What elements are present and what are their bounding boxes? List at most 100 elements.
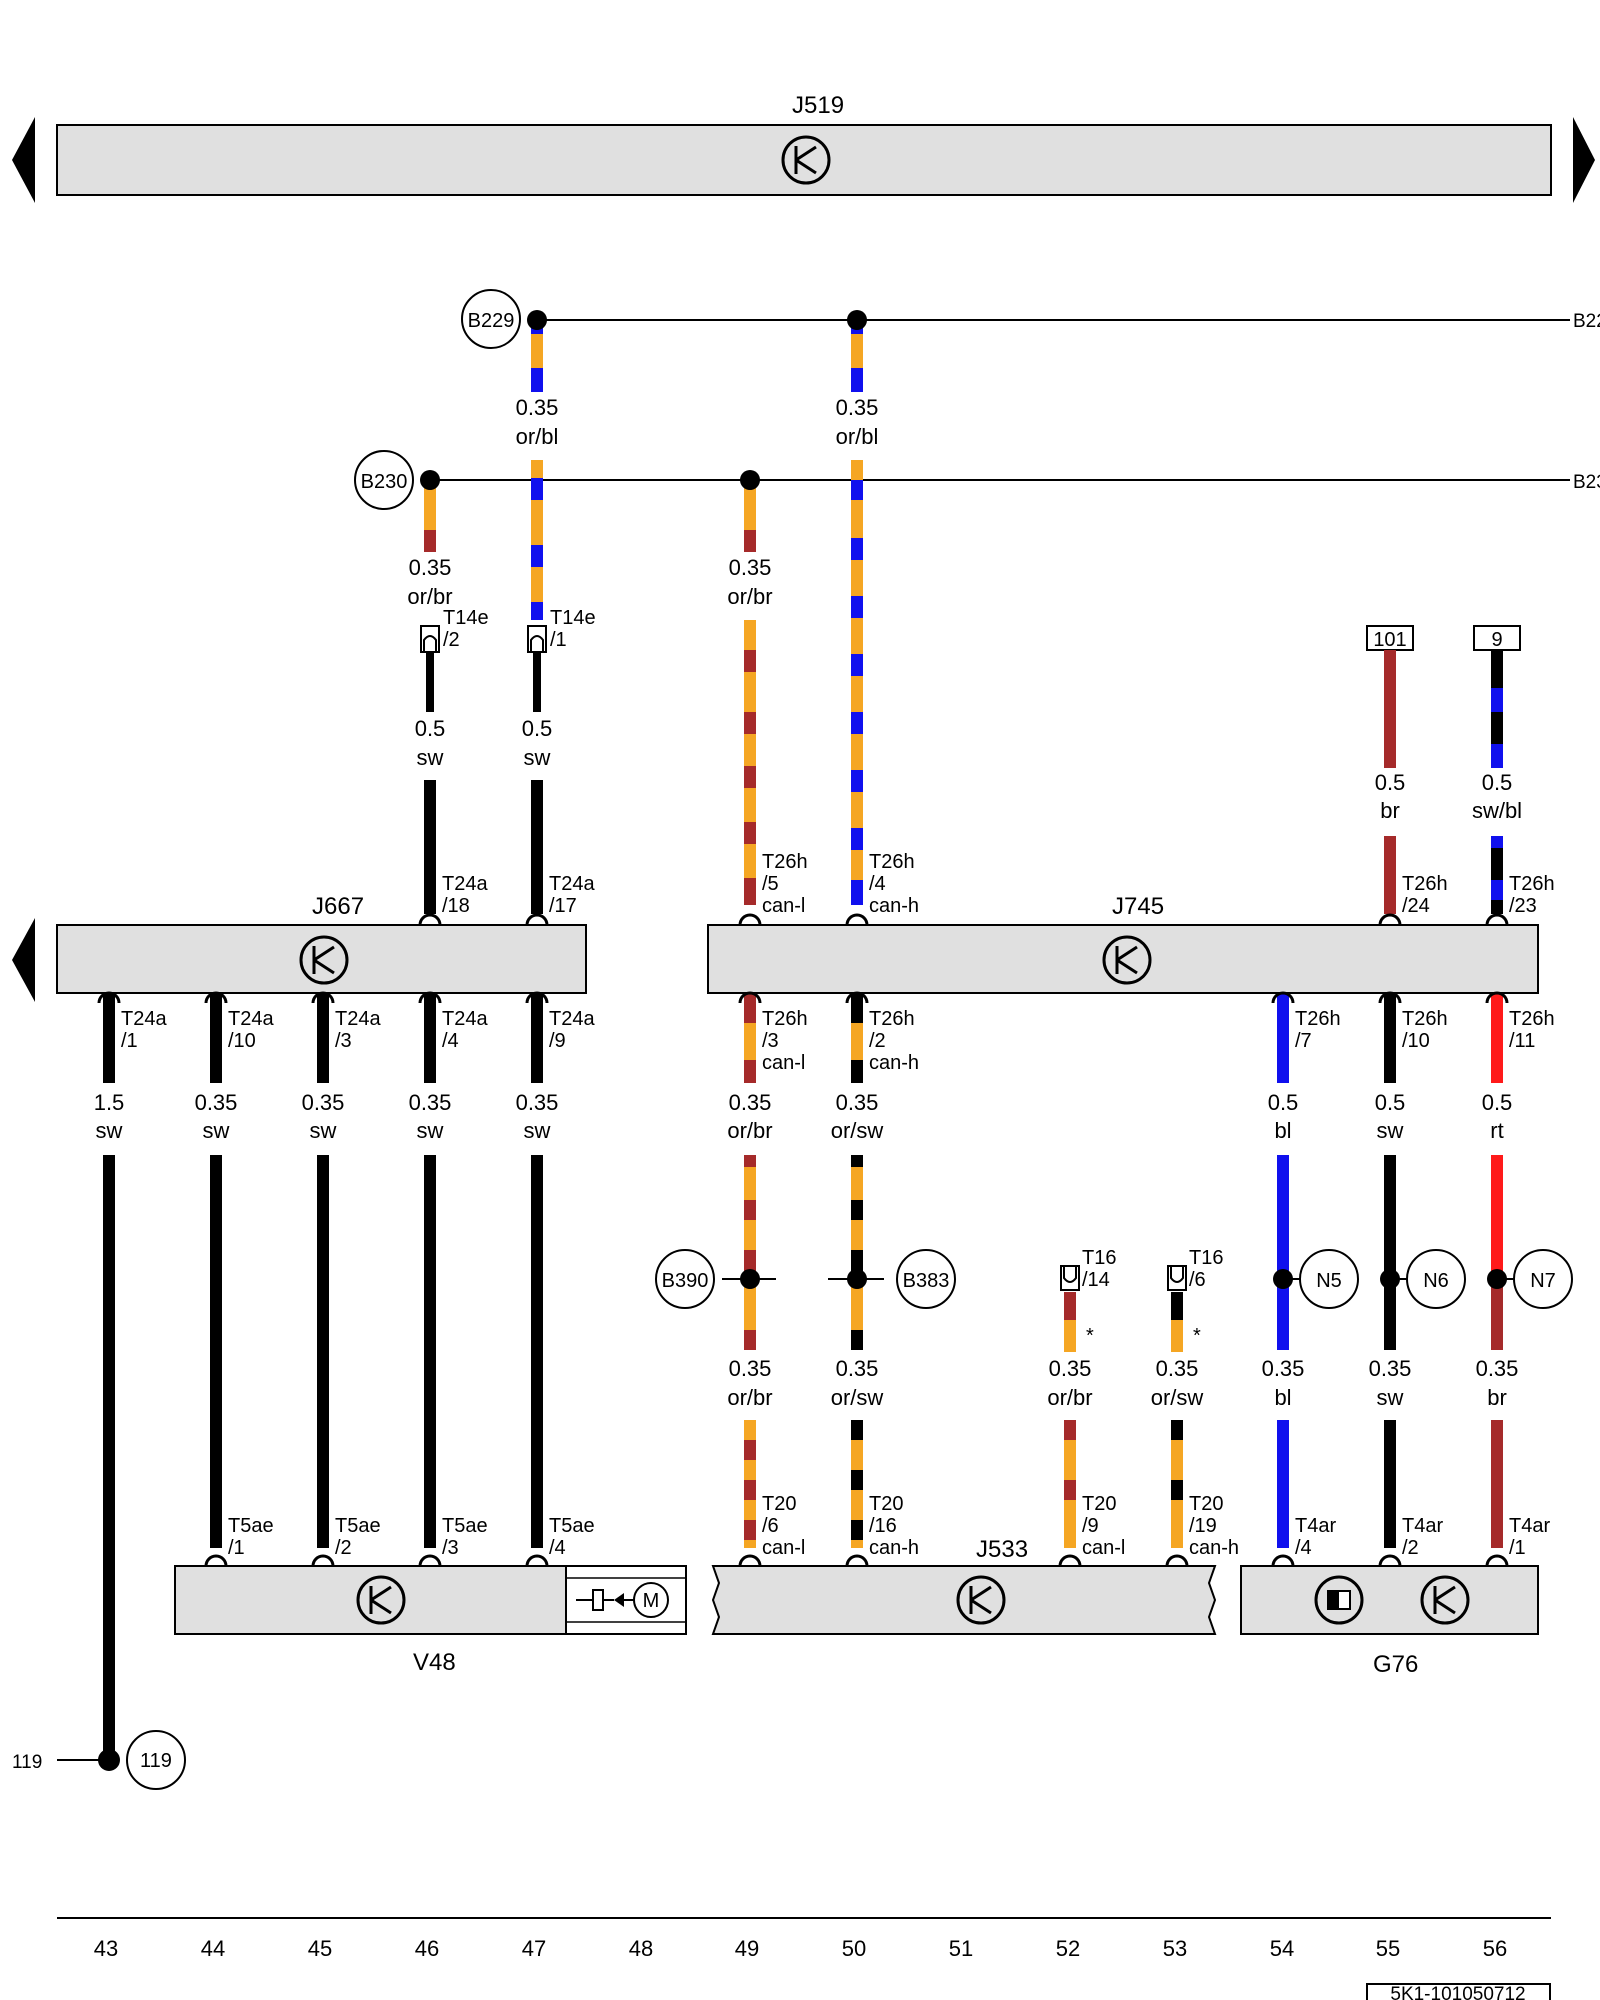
- svg-text:B383: B383: [903, 1270, 950, 1292]
- wire-track-56: [1491, 1283, 1503, 1350]
- wire-size: 0.35: [516, 395, 559, 420]
- track-number: 56: [1483, 1936, 1507, 1961]
- splice-label-B383: B383: [896, 1249, 956, 1309]
- left-continuation-arrow: [12, 117, 35, 203]
- pin-number: /7: [1295, 1030, 1312, 1052]
- wire-track-46-lower: [424, 1155, 436, 1548]
- splice-label-N7: N7: [1513, 1249, 1573, 1309]
- wire-size: 0.35: [1156, 1356, 1199, 1381]
- pin-number: /4: [442, 1030, 459, 1052]
- wire-color: br: [1380, 798, 1400, 823]
- pin-connector: T24a: [335, 1008, 381, 1030]
- wire-size: 0.35: [836, 395, 879, 420]
- wire-labels: 0.35 or/bl 0.35 or/bl 0.35 or/br 0.35 or…: [94, 395, 1522, 1410]
- wire-track-47-sw: [531, 780, 543, 914]
- pin-number: /2: [335, 1537, 352, 1559]
- pin-connector: T24a: [549, 1008, 595, 1030]
- component-label-J533: J533: [976, 1536, 1028, 1563]
- pin-number: /11: [1509, 1030, 1535, 1052]
- pin-connector: T4ar: [1509, 1515, 1550, 1537]
- wire-track-55: [1384, 1155, 1396, 1350]
- pin-number: /1: [550, 629, 567, 651]
- track-number: 51: [949, 1936, 973, 1961]
- splice-label-B390: B390: [655, 1249, 715, 1309]
- pin-number: /2: [869, 1030, 886, 1052]
- wire-color: or/br: [727, 1385, 772, 1410]
- wire-size: 0.35: [1476, 1356, 1519, 1381]
- wire-track-56: [1491, 1420, 1503, 1548]
- ground-node: [98, 1749, 120, 1771]
- pin-connector: T16: [1082, 1247, 1116, 1269]
- component-label-J745: J745: [1112, 893, 1164, 920]
- pin-connector: T26h: [1509, 873, 1555, 895]
- component-label-J519: J519: [792, 92, 844, 119]
- track-number: 54: [1270, 1936, 1294, 1961]
- wire-track-43: [103, 1155, 115, 1760]
- wire-size: 0.35: [729, 555, 772, 580]
- wire-color: sw: [1377, 1118, 1404, 1143]
- svg-text:B230: B230: [361, 471, 408, 493]
- pin-connector: T4ar: [1402, 1515, 1443, 1537]
- inline-connector-T16-6: [1167, 1265, 1187, 1548]
- control-unit-icon: [356, 1575, 406, 1625]
- pin-connector: T26h: [1295, 1008, 1341, 1030]
- control-unit-icon: [781, 135, 831, 185]
- wire-color: sw: [417, 1118, 444, 1143]
- right-continuation-arrow: [1573, 117, 1595, 203]
- pin-connector: T26h: [1509, 1008, 1555, 1030]
- pin-connector: T5ae: [442, 1515, 488, 1537]
- track-number: 47: [522, 1936, 546, 1961]
- wire-color: or/br: [727, 584, 772, 609]
- wire-size: 0.5: [1482, 770, 1513, 795]
- pin-number: /14: [1082, 1269, 1110, 1291]
- wire-color: sw: [524, 1118, 551, 1143]
- wire-size: 0.35: [1369, 1356, 1412, 1381]
- pin-number: /4: [869, 873, 886, 895]
- pin-connector: T14e: [443, 607, 489, 629]
- pin-signal: can-l: [762, 895, 805, 917]
- pin-connector: T26h: [869, 851, 915, 873]
- pin-signal: can-h: [869, 1052, 919, 1074]
- pin-connector: T5ae: [228, 1515, 274, 1537]
- wire-color: sw: [417, 745, 444, 770]
- component-J519: [56, 124, 1552, 196]
- wire-track-46-upper: [424, 480, 436, 552]
- pin-connector: T26h: [1402, 1008, 1448, 1030]
- track-number: 45: [308, 1936, 332, 1961]
- pin-number: /1: [121, 1030, 138, 1052]
- pin-number: /3: [442, 1537, 459, 1559]
- pin-number: /4: [1295, 1537, 1312, 1559]
- component-label-G76: G76: [1373, 1651, 1418, 1678]
- svg-text:B229: B229: [468, 310, 515, 332]
- wire-track-54: [1277, 1420, 1289, 1548]
- sensor-icon: [1314, 1575, 1364, 1625]
- svg-text:101: 101: [1373, 629, 1406, 651]
- pin-connector: T20: [762, 1493, 796, 1515]
- wire-track-44: [210, 1155, 222, 1548]
- svg-text:N6: N6: [1423, 1270, 1449, 1292]
- wire-track-50-upper: [851, 320, 863, 905]
- pin-signal: can-l: [1082, 1537, 1125, 1559]
- wire-size: 0.35: [729, 1356, 772, 1381]
- inline-connector-T16-14: [1060, 1265, 1080, 1548]
- wire-stub: [851, 993, 863, 1083]
- svg-text:9: 9: [1491, 629, 1502, 651]
- bus-edge-label-B230: B23: [1573, 472, 1600, 493]
- splice-node: [847, 1269, 867, 1289]
- pin-number: /3: [762, 1030, 779, 1052]
- pin-number: /10: [228, 1030, 256, 1052]
- document-id-box: 5K1-101050712: [1366, 1983, 1551, 2000]
- pin-number: /18: [442, 895, 470, 917]
- pin-number: /1: [1509, 1537, 1526, 1559]
- wire-size: 0.35: [195, 1090, 238, 1115]
- pin-number: /10: [1402, 1030, 1430, 1052]
- wire-color: or/sw: [831, 1385, 884, 1410]
- svg-text:B390: B390: [662, 1270, 709, 1292]
- svg-text:N7: N7: [1530, 1270, 1556, 1292]
- pin-connector: T24a: [442, 1008, 488, 1030]
- wire-stub: [531, 993, 543, 1083]
- pin-signal: can-h: [869, 1537, 919, 1559]
- ground-point-119: 119: [126, 1730, 186, 1790]
- pin-connector: T5ae: [549, 1515, 595, 1537]
